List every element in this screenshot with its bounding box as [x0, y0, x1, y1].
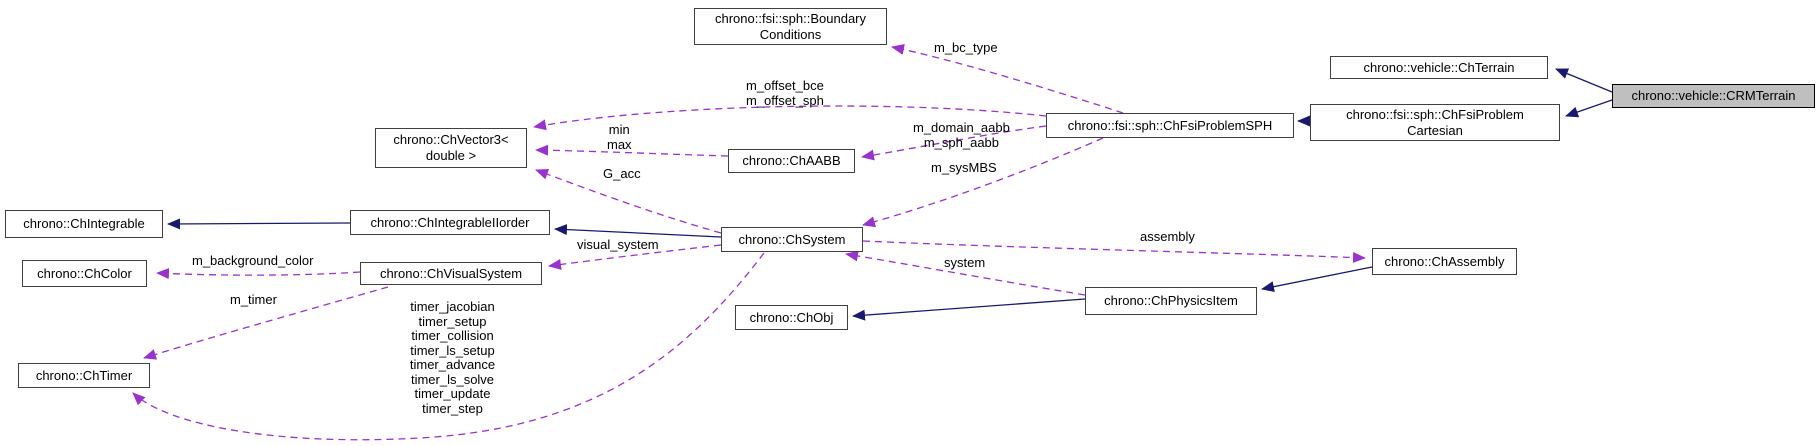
edge-label-timer-members: timer_jacobian timer_setup timer_collisi…	[409, 299, 496, 416]
class-node-crmterrain[interactable]: chrono::vehicle::CRMTerrain	[1612, 84, 1815, 108]
edge-label-aabb-members: m_domain_aabb m_sph_aabb	[913, 120, 1010, 150]
edge-label-assembly: assembly	[1140, 229, 1195, 244]
edge-usage-g-acc	[535, 169, 722, 234]
edge-label-m-background-color: m_background_color	[192, 253, 314, 268]
class-node-chassembly[interactable]: chrono::ChAssembly	[1372, 248, 1517, 275]
edge-usage-min-max	[535, 144, 729, 157]
class-node-chterrain[interactable]: chrono::vehicle::ChTerrain	[1330, 56, 1548, 79]
edge-inherit-crmterrain-chterrain	[1555, 68, 1613, 93]
class-label: chrono::ChAssembly	[1384, 253, 1505, 269]
edge-label-m-bc-type: m_bc_type	[934, 40, 998, 55]
edge-usage-m-sysmbs	[862, 137, 1104, 228]
edge-usage-assembly	[862, 240, 1366, 264]
edge-usage-visual-system	[548, 244, 722, 270]
class-label: chrono::ChColor	[37, 265, 132, 281]
class-node-chintegrable[interactable]: chrono::ChIntegrable	[5, 210, 163, 238]
class-label: chrono::fsi::sph::ChFsiProblemSPH	[1067, 117, 1273, 133]
edge-inherit-chintegrableiiorder-chintegrable	[167, 218, 351, 230]
class-label: chrono::ChObj	[749, 309, 834, 325]
class-label: chrono::ChIntegrableIIorder	[370, 214, 530, 230]
edge-inherit-chsystem-chintegrableiiorder	[554, 224, 722, 238]
edge-usage-m-background-color	[156, 268, 361, 280]
edge-inherit-crmterrain-cartesian	[1565, 99, 1613, 118]
class-node-chphysicsitem[interactable]: chrono::ChPhysicsItem	[1085, 287, 1257, 315]
class-node-chobj[interactable]: chrono::ChObj	[735, 305, 848, 330]
class-label: chrono::fsi::sph::ChFsiProblem Cartesian	[1346, 106, 1524, 138]
class-node-chvisualsystem[interactable]: chrono::ChVisualSystem	[360, 262, 542, 285]
class-label: chrono::ChTimer	[35, 367, 133, 383]
class-label: chrono::fsi::sph::Boundary Conditions	[714, 10, 867, 42]
edge-label-g-acc: G_acc	[603, 166, 641, 181]
edge-usage-m-offset	[533, 105, 1047, 131]
edge-inherit-chassembly-chphysicsitem	[1261, 266, 1373, 293]
edge-label-m-sysmbs: m_sysMBS	[931, 160, 997, 175]
class-label: chrono::vehicle::CRMTerrain	[1631, 88, 1796, 103]
class-node-chaabb[interactable]: chrono::ChAABB	[728, 149, 855, 173]
edge-label-system: system	[944, 255, 986, 270]
class-node-chvector3[interactable]: chrono::ChVector3< double >	[375, 128, 527, 168]
class-label: chrono::vehicle::ChTerrain	[1363, 59, 1515, 75]
class-label: chrono::ChVisualSystem	[379, 265, 523, 281]
edge-usage-m-timer	[143, 286, 389, 360]
edge-usage-m-bc-type	[891, 44, 1124, 114]
class-node-chintegrableiiorder[interactable]: chrono::ChIntegrableIIorder	[350, 210, 550, 235]
edge-label-min-max: min max	[607, 122, 632, 152]
edge-label-m-timer: m_timer	[230, 292, 277, 307]
class-node-chsystem[interactable]: chrono::ChSystem	[721, 227, 863, 252]
edge-usage-system	[845, 250, 1086, 296]
class-label: chrono::ChSystem	[738, 231, 846, 247]
edge-label-visual-system: visual_system	[577, 237, 659, 252]
class-label: chrono::ChAABB	[742, 153, 841, 168]
edge-label-m-offset: m_offset_bce m_offset_sph	[746, 78, 824, 108]
class-node-chfsiproblemsph[interactable]: chrono::fsi::sph::ChFsiProblemSPH	[1046, 113, 1294, 138]
class-label: chrono::ChPhysicsItem	[1104, 293, 1238, 308]
class-node-chtimer[interactable]: chrono::ChTimer	[18, 363, 150, 388]
class-node-chcolor[interactable]: chrono::ChColor	[22, 260, 147, 287]
class-label: chrono::ChIntegrable	[23, 216, 145, 231]
class-node-chfsiproblemcartesian[interactable]: chrono::fsi::sph::ChFsiProblem Cartesian	[1310, 104, 1560, 141]
class-label: chrono::ChVector3< double >	[393, 132, 509, 163]
edge-inherit-chphysicsitem-chobj	[852, 298, 1086, 321]
class-node-boundary-conditions[interactable]: chrono::fsi::sph::Boundary Conditions	[694, 8, 887, 45]
